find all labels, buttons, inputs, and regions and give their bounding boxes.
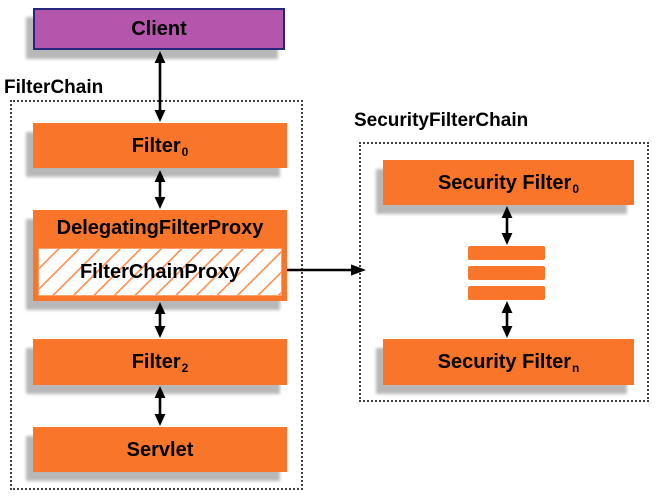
ellipsis-bar-1 [468,246,545,260]
security-filtern-subscript: n [572,361,580,375]
filter2-subscript: 2 [181,361,189,375]
filter2-label: Filter [131,351,181,373]
filter-chain-proxy-box: FilterChainProxy [38,248,282,296]
servlet-box: Servlet [33,427,287,472]
security-filter0-subscript: 0 [572,181,580,196]
security-filter0-label: Security Filter [437,171,572,194]
filter0-subscript: 0 [181,144,189,159]
filter-chain-proxy-label: FilterChainProxy [79,260,241,283]
arrow-client-to-filter0 [154,51,166,122]
filterchain-boundary [10,100,303,490]
arrow-filterchainproxy-to-securityfilterchain [287,264,366,276]
client-label: Client [131,18,187,40]
filterchain-title: FilterChain [4,77,104,98]
arrow-securityfilter0-to-ellipsis [501,206,513,245]
delegating-filter-proxy-label: DelegatingFilterProxy [56,217,264,239]
arrow-delegatingfilterproxy-to-filter2 [154,302,166,338]
ellipsis-bar-3 [468,286,545,300]
ellipsis-bar-2 [468,266,545,280]
servlet-label: Servlet [126,438,194,461]
security-filtern-label: Security Filter [437,351,572,373]
securityfilterchain-title: SecurityFilterChain [354,110,529,131]
arrow-filter2-to-servlet [154,386,166,426]
arrow-filter0-to-delegatingfilterproxy [154,170,166,209]
filter0-label: Filter [131,134,181,157]
arrow-ellipsis-to-securityfiltern [501,301,513,338]
client-box: Client [33,8,285,50]
